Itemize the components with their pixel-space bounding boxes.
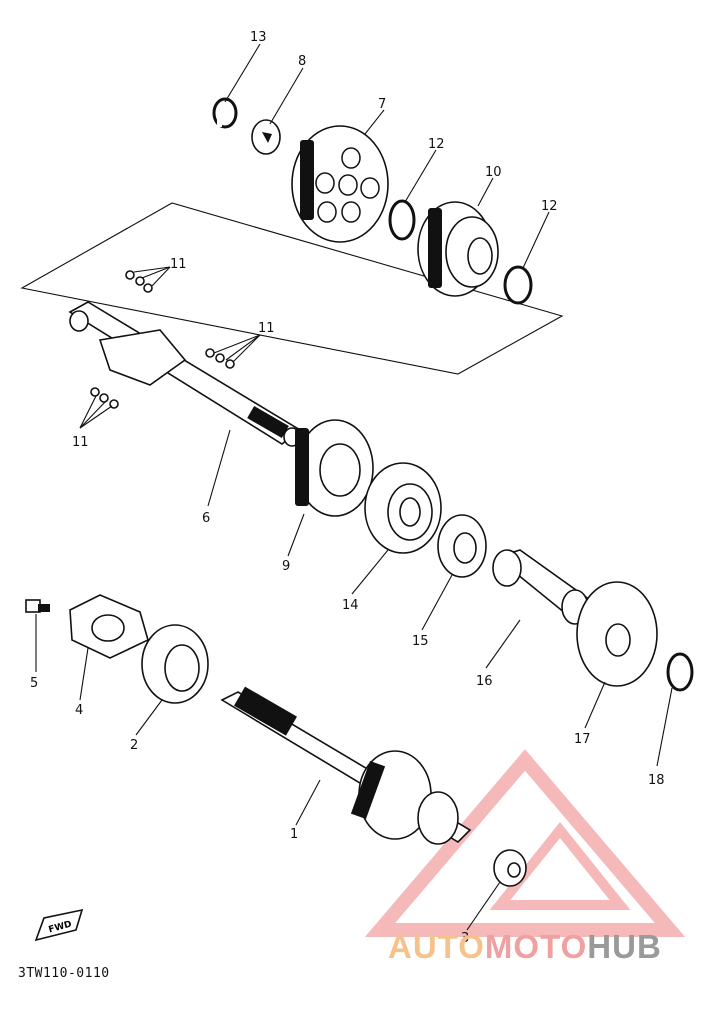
washer-8 <box>251 119 281 155</box>
circlip-18 <box>666 652 694 692</box>
callout-labels: 1 2 3 4 5 6 7 8 9 10 11 11 11 12 12 13 1… <box>30 30 665 946</box>
callout-11c: 11 <box>72 435 89 450</box>
gear-9 <box>295 419 374 517</box>
ball-set-11 <box>90 270 235 409</box>
circlip-12-lower <box>503 265 533 305</box>
callout-5: 5 <box>30 676 38 691</box>
gear-10 <box>417 201 499 297</box>
bolt-5 <box>25 599 50 613</box>
callout-16: 16 <box>476 674 493 689</box>
fwd-arrow-icon <box>34 908 84 942</box>
callout-6: 6 <box>202 511 210 526</box>
logo-mark <box>364 749 686 937</box>
callout-11b: 11 <box>258 321 275 336</box>
callout-14: 14 <box>342 598 359 613</box>
callout-17: 17 <box>574 732 591 747</box>
callout-1: 1 <box>290 827 298 842</box>
callout-11a: 11 <box>170 257 187 272</box>
shaft-6 <box>68 301 302 447</box>
shaft-1 <box>220 686 472 845</box>
callout-3: 3 <box>461 931 469 946</box>
callout-4: 4 <box>75 703 83 718</box>
callout-8: 8 <box>298 54 306 69</box>
callout-12a: 12 <box>428 137 445 152</box>
bearing-14 <box>364 462 442 554</box>
callout-9: 9 <box>282 559 290 574</box>
callout-10: 10 <box>485 165 502 180</box>
leader-lines <box>35 43 673 931</box>
brand-part1: AUTO <box>388 928 485 965</box>
gear-7 <box>291 125 389 243</box>
callout-13: 13 <box>250 30 267 45</box>
callout-12b: 12 <box>541 199 558 214</box>
oil-seal-15 <box>437 514 487 578</box>
callout-2: 2 <box>130 738 138 753</box>
brand-logo-text: AUTOMOTOHUB <box>388 928 662 966</box>
circlip-13 <box>212 97 238 129</box>
callout-18: 18 <box>648 773 665 788</box>
callout-15: 15 <box>412 634 429 649</box>
collar-3 <box>493 849 527 887</box>
bearing-2 <box>141 624 209 704</box>
part-code: 3TW110-0110 <box>18 966 110 981</box>
brand-part2: MOTO <box>484 928 588 965</box>
callout-7: 7 <box>378 97 386 112</box>
brand-part3: HUB <box>587 928 662 965</box>
sprocket-17 <box>576 581 658 687</box>
plate-4 <box>69 594 149 659</box>
collar-16 <box>492 549 592 625</box>
circlip-12-upper <box>388 199 416 241</box>
assembly-boundary <box>20 202 564 375</box>
